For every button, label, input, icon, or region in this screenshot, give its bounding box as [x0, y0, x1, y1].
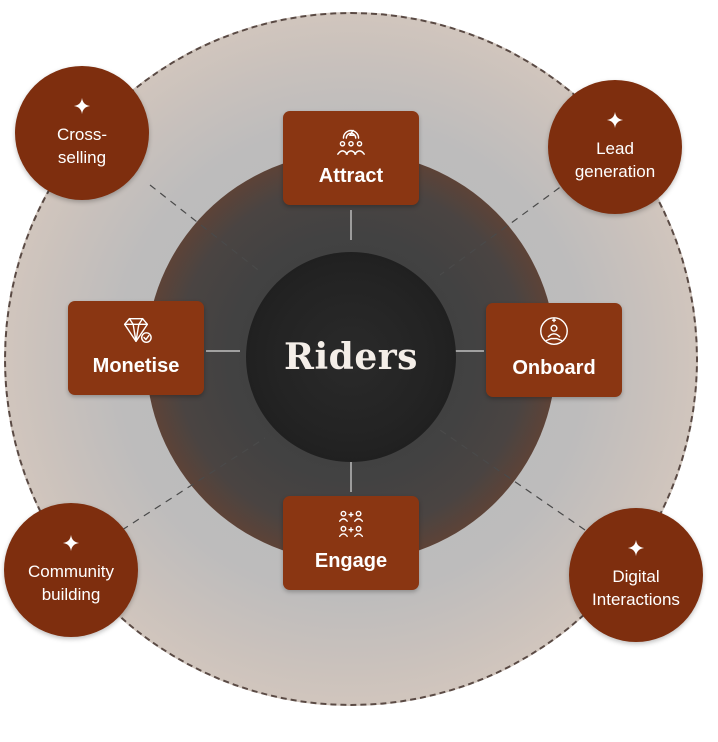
center-label: Riders: [284, 336, 418, 378]
connector-lead-generation: [439, 179, 571, 276]
user-handshake-icon: [540, 317, 568, 345]
outcome-label-cross-selling: Cross-selling: [56, 125, 108, 167]
stage-label-engage: Engage: [314, 550, 388, 572]
connector-community-building: [121, 437, 266, 531]
sparkle-icon: [627, 539, 645, 557]
sparkle-icon: [62, 534, 80, 552]
connector-digital-interactions: [439, 429, 586, 531]
outcome-digital-interactions[interactable]: Digital Interactions: [569, 508, 703, 642]
outcome-lead-generation[interactable]: Lead generation: [548, 80, 682, 214]
stage-card-monetise[interactable]: Monetise: [68, 301, 204, 395]
stage-label-monetise: Monetise: [92, 355, 180, 377]
diamond-check-icon: [123, 317, 152, 343]
stage-card-attract[interactable]: Attract: [283, 111, 419, 205]
stage-label-attract: Attract: [318, 165, 384, 187]
outcome-label-lead-generation: Lead generation: [574, 139, 656, 181]
crowd-magnet-icon: [337, 129, 365, 155]
outcome-community-building[interactable]: Community building: [4, 503, 138, 637]
outcome-label-digital-interactions: Digital Interactions: [592, 567, 680, 609]
connector-cross-selling: [149, 184, 263, 274]
group-network-icon: [338, 510, 364, 538]
outcome-label-community-building: Community building: [28, 562, 114, 604]
stage-label-onboard: Onboard: [512, 357, 596, 379]
sparkle-icon: [606, 111, 624, 129]
outcome-cross-selling[interactable]: Cross-selling: [15, 66, 149, 200]
center-circle: Riders: [246, 252, 456, 462]
stage-card-engage[interactable]: Engage: [283, 496, 419, 590]
stage-card-onboard[interactable]: Onboard: [486, 303, 622, 397]
sparkle-icon: [73, 97, 91, 115]
